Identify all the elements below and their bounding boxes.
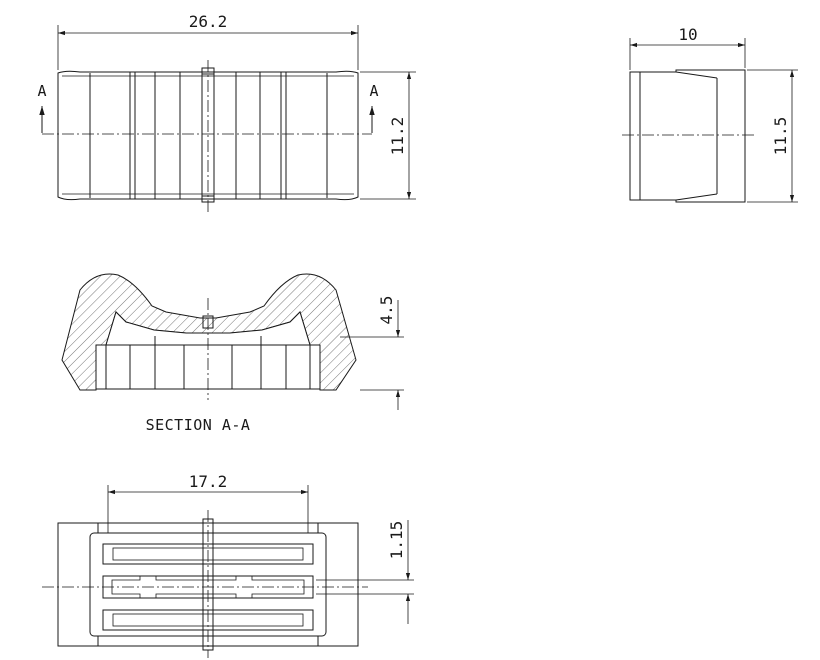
section-marker-right: A <box>369 82 378 100</box>
bottom-width-dimension: 17.2 <box>189 472 228 491</box>
bottom-view: 17.2 1.15 <box>42 472 414 658</box>
section-caption: SECTION A-A <box>146 416 251 434</box>
section-marker-left: A <box>37 82 46 100</box>
front-width-dimension: 26.2 <box>189 12 228 31</box>
front-view: 26.2 11.2 A A <box>37 12 416 212</box>
front-height-dimension: 11.2 <box>388 117 407 156</box>
side-view: 10 11.5 <box>622 25 798 203</box>
side-height-dimension: 11.5 <box>771 117 790 156</box>
bottom-gap-dimension: 1.15 <box>387 521 406 560</box>
section-depth-dimension: 4.5 <box>377 296 396 325</box>
section-view: 4.5 SECTION A-A <box>61 273 404 434</box>
side-width-dimension: 10 <box>678 25 697 44</box>
